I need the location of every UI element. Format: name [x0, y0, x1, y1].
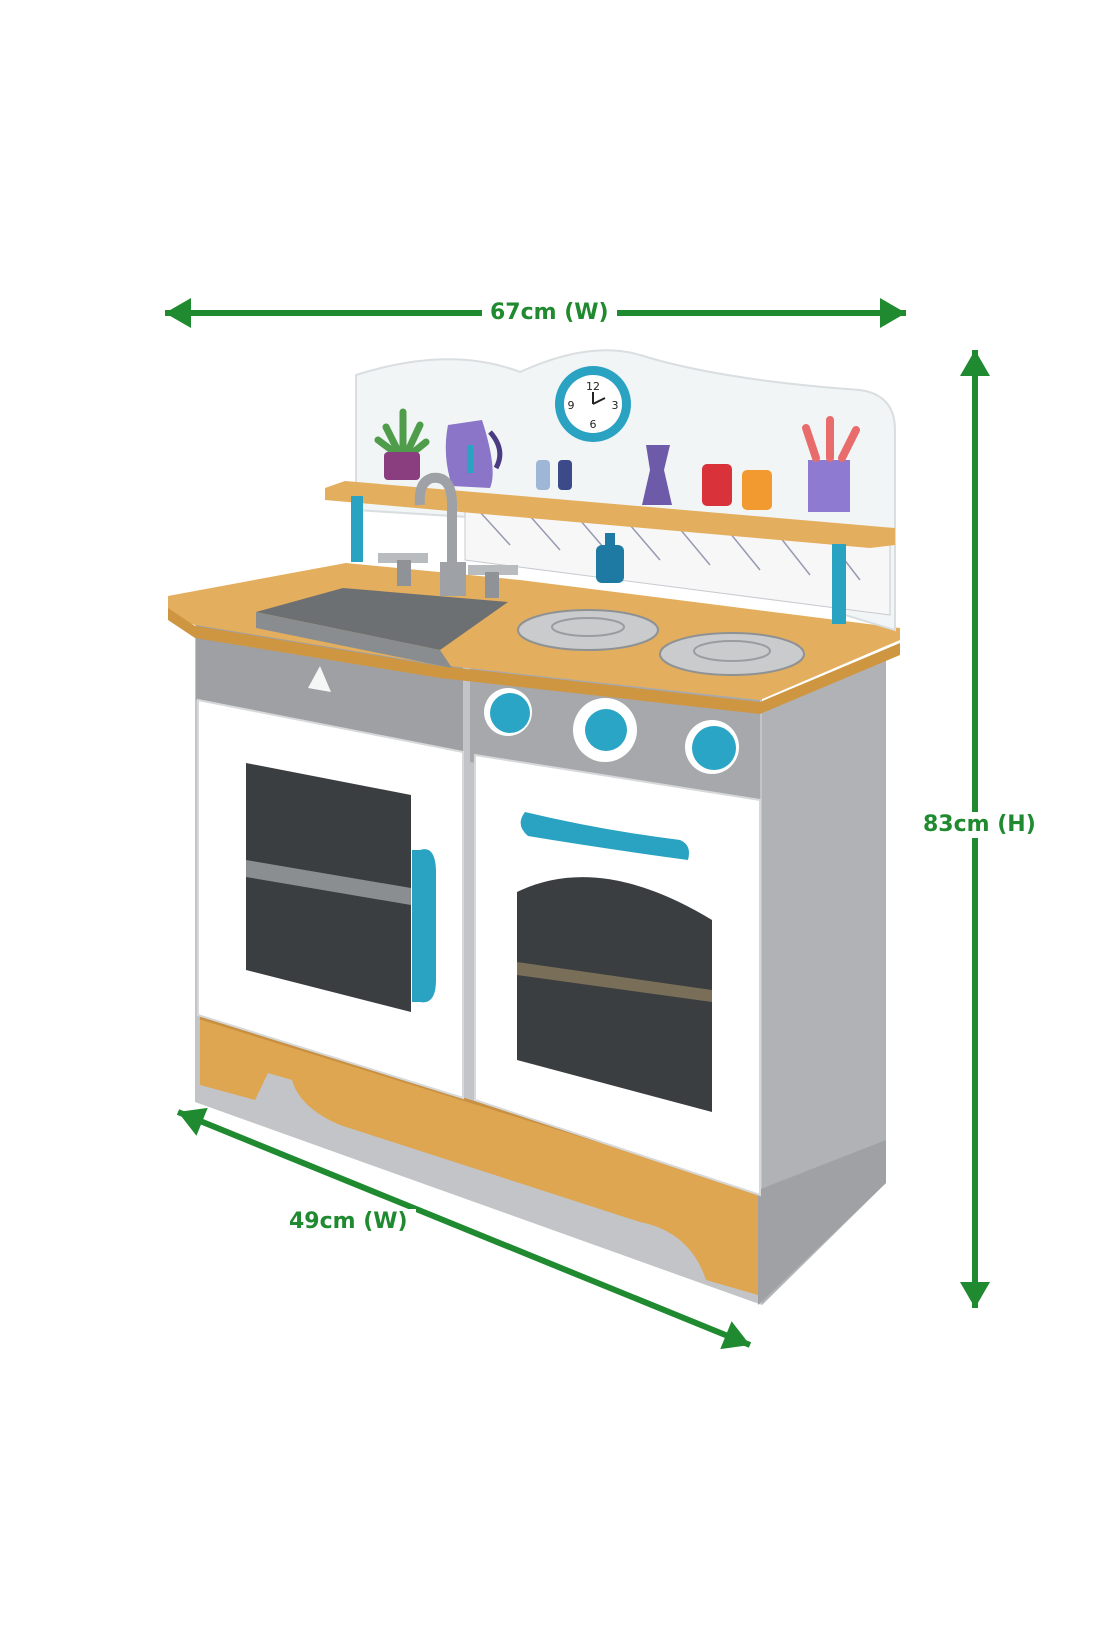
- depth-dimension-label: 49cm (W): [281, 1209, 416, 1235]
- stove-knob-middle[interactable]: [573, 698, 637, 762]
- coffee-pot-icon: [642, 445, 672, 505]
- clock-number-3: 3: [612, 399, 619, 412]
- brand-logo: [308, 666, 331, 692]
- clock-number-6: 6: [590, 418, 597, 431]
- hob-burner-left[interactable]: [517, 609, 659, 651]
- kettle-icon: [445, 420, 503, 488]
- cupboard-door[interactable]: [197, 698, 464, 1100]
- utensil-pot-icon: [802, 416, 860, 512]
- shelf: [325, 481, 895, 548]
- sink-basin: [256, 588, 508, 650]
- stove-knob-left[interactable]: [484, 688, 532, 736]
- soap-dispenser-icon: [596, 533, 624, 583]
- clock-number-9: 9: [568, 399, 575, 412]
- depth-arrow: [176, 1107, 752, 1350]
- cupboard-handle[interactable]: [412, 849, 436, 1003]
- width-dimension-label: 67cm (W): [482, 300, 617, 326]
- clock-number-12: 12: [586, 380, 600, 393]
- tap-icon[interactable]: [378, 472, 518, 598]
- oven-handle[interactable]: [520, 812, 689, 860]
- oven-window: [517, 877, 712, 1112]
- jars-icon: [702, 464, 772, 510]
- hob[interactable]: [517, 609, 805, 676]
- wall-clock: 12 3 6 9: [555, 366, 631, 442]
- oven-door[interactable]: [474, 753, 761, 1197]
- salt-pepper-icon: [536, 460, 572, 490]
- backsplash: [325, 349, 896, 632]
- stove-knob-right[interactable]: [685, 720, 739, 774]
- hob-burner-right[interactable]: [659, 632, 805, 676]
- height-dimension-label: 83cm (H): [915, 812, 1044, 838]
- plant-icon: [374, 408, 430, 480]
